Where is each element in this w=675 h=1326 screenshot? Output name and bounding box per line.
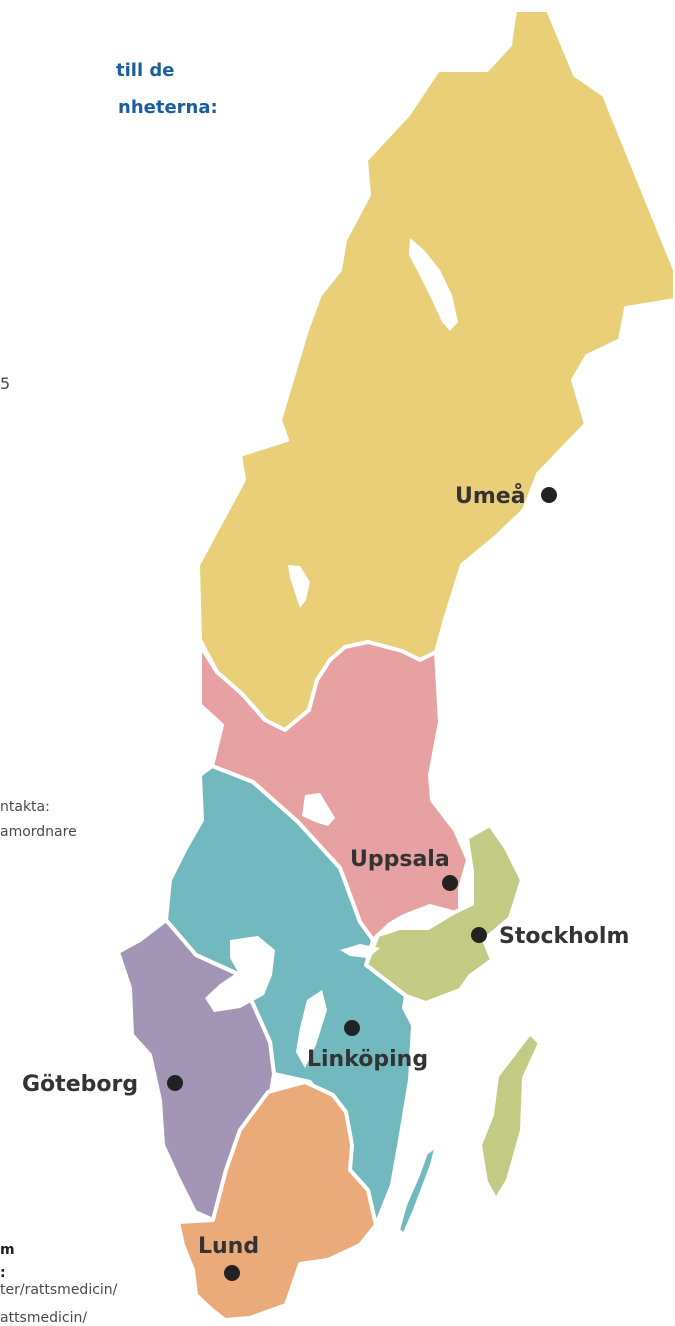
city-label-linkoping: Linköping (307, 1047, 428, 1072)
contact-line-1: ntakta: (0, 799, 50, 815)
city-label-umea: Umeå (455, 483, 526, 509)
city-marker-goteborg (167, 1075, 183, 1091)
bold-fragment-1: m (0, 1242, 15, 1258)
city-marker-uppsala (442, 875, 458, 891)
url-line-2[interactable]: attsmedicin/ (0, 1310, 88, 1326)
city-label-uppsala: Uppsala (350, 847, 450, 872)
lake-malaren (340, 944, 380, 958)
lake-uppsala (302, 793, 335, 826)
contact-line-2: amordnare (0, 824, 77, 840)
lake-vanern (205, 936, 275, 1012)
region-oland (396, 1143, 439, 1237)
region-stockholm (364, 823, 524, 1005)
heading-line-1: till de (116, 60, 175, 81)
region-umea (196, 8, 675, 732)
city-label-lund: Lund (198, 1234, 259, 1259)
city-label-goteborg: Göteborg (22, 1072, 138, 1097)
url-line-1[interactable]: ter/rattsmedicin/ (0, 1282, 118, 1298)
lake-north (409, 238, 458, 331)
text-fragment-edge: 5 (0, 374, 11, 393)
lake-south (288, 565, 310, 608)
lake-vattern (296, 990, 327, 1068)
city-label-stockholm: Stockholm (499, 924, 629, 949)
city-marker-umea (541, 487, 557, 503)
region-lund (176, 1080, 378, 1322)
city-marker-linkoping (344, 1020, 360, 1036)
city-marker-lund (224, 1265, 240, 1281)
bold-fragment-2: : (0, 1265, 6, 1281)
city-marker-stockholm (471, 927, 487, 943)
heading-line-2: nheterna: (118, 97, 218, 118)
region-gotland (478, 1031, 542, 1202)
